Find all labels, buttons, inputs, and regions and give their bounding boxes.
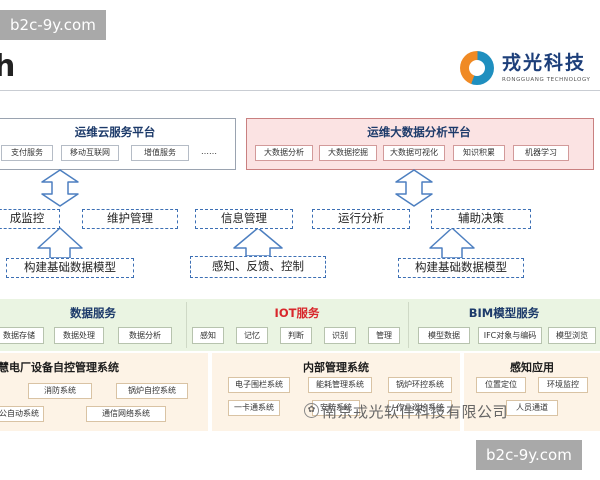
iot-service-item: 判断 (280, 327, 312, 344)
big-data-item: 大数据分析 (255, 145, 313, 161)
function-maintenance: 维护管理 (82, 209, 178, 229)
bim-service-item: 模型浏览 (548, 327, 596, 344)
page-title: h (0, 49, 16, 84)
logo-name-cn: 戎光科技 (502, 52, 587, 74)
ops-cloud-item: 支付服务 (1, 145, 53, 161)
company-logo: 戎光科技 RONGGUANG TECHNOLOGY (460, 48, 600, 88)
big-data-item: 知识积累 (453, 145, 505, 161)
service-divider (408, 302, 409, 348)
function-operation-analysis: 运行分析 (312, 209, 410, 229)
sensing-system-item: 环境监控 (538, 377, 588, 393)
internal-system-item: 一卡通系统 (228, 400, 280, 416)
bim-service-item: 模型数据 (418, 327, 470, 344)
plant-system-item: 通信网络系统 (86, 406, 166, 422)
function-monitoring: 成监控 (0, 209, 60, 229)
data-service-item: 数据处理 (54, 327, 104, 344)
iot-service-item: 识别 (324, 327, 356, 344)
watermark-bottom: b2c-9y.com (476, 440, 582, 470)
plant-system-item: 公自动系统 (0, 406, 44, 422)
big-data-item: 大数据可视化 (383, 145, 445, 161)
model-box-right: 构建基础数据模型 (398, 258, 524, 278)
double-arrow-icon (41, 169, 79, 207)
ops-cloud-item: …… (201, 147, 217, 156)
watermark-top: b2c-9y.com (0, 10, 106, 40)
internal-system-item: 能耗管理系统 (308, 377, 372, 393)
up-arrow-icon (429, 227, 475, 259)
function-info-management: 信息管理 (195, 209, 293, 229)
header-divider (0, 90, 600, 91)
iot-service-item: 感知 (192, 327, 224, 344)
connector-arrows (37, 169, 475, 259)
sensing-system-title: 感知应用 (510, 361, 554, 374)
up-arrow-icon (233, 227, 283, 257)
paw-icon: ✿ (304, 403, 319, 418)
internal-system-item: 安防系统 (312, 400, 360, 416)
service-divider (186, 302, 187, 348)
up-arrow-icon (37, 227, 83, 259)
logo-name-en: RONGGUANG TECHNOLOGY (502, 77, 591, 83)
big-data-item: 大数据挖掘 (319, 145, 377, 161)
company-caption: 南京戎光软件科技有限公司 (322, 403, 509, 421)
ops-cloud-item: 移动互联网 (61, 145, 119, 161)
plant-system-item: 锅炉自控系统 (116, 383, 188, 399)
sensing-system-item: 人员通道 (506, 400, 558, 416)
iot-service-title: IOT服务 (274, 306, 320, 320)
bim-service-title: BIM模型服务 (468, 306, 540, 320)
big-data-platform: 运维大数据分析平台 大数据分析 大数据挖掘 大数据可视化 知识积累 机器学习 (246, 118, 594, 170)
data-service-item: 数据分析 (118, 327, 172, 344)
internal-system-item: 作业巡检系统 (388, 400, 452, 416)
iot-service-item: 记忆 (236, 327, 268, 344)
internal-system-title: 内部管理系统 (303, 361, 369, 374)
internal-system-item: 锅炉环控系统 (388, 377, 452, 393)
sensing-system-item: 位置定位 (476, 377, 526, 393)
ops-cloud-title: 运维云服务平台 (74, 125, 156, 139)
ops-cloud-platform: 运维云服务平台 支付服务 移动互联网 增值服务 …… (0, 118, 236, 170)
swirl-logo-icon (460, 51, 494, 85)
function-decision-support: 辅助决策 (431, 209, 531, 229)
bim-service-item: IFC对象与编码 (478, 327, 542, 344)
iot-service-item: 管理 (368, 327, 400, 344)
big-data-title: 运维大数据分析平台 (367, 125, 471, 139)
data-service-title: 数据服务 (70, 306, 116, 320)
data-service-item: 数据存储 (0, 327, 44, 344)
ops-cloud-item: 增值服务 (131, 145, 189, 161)
big-data-item: 机器学习 (513, 145, 569, 161)
double-arrow-icon (395, 169, 433, 207)
plant-system-item: 消防系统 (28, 383, 92, 399)
internal-system-item: 电子围栏系统 (228, 377, 290, 393)
model-box-left: 构建基础数据模型 (6, 258, 134, 278)
plant-system-title: 慧电厂设备自控管理系统 (0, 361, 119, 374)
model-box-center: 感知、反馈、控制 (190, 256, 326, 278)
